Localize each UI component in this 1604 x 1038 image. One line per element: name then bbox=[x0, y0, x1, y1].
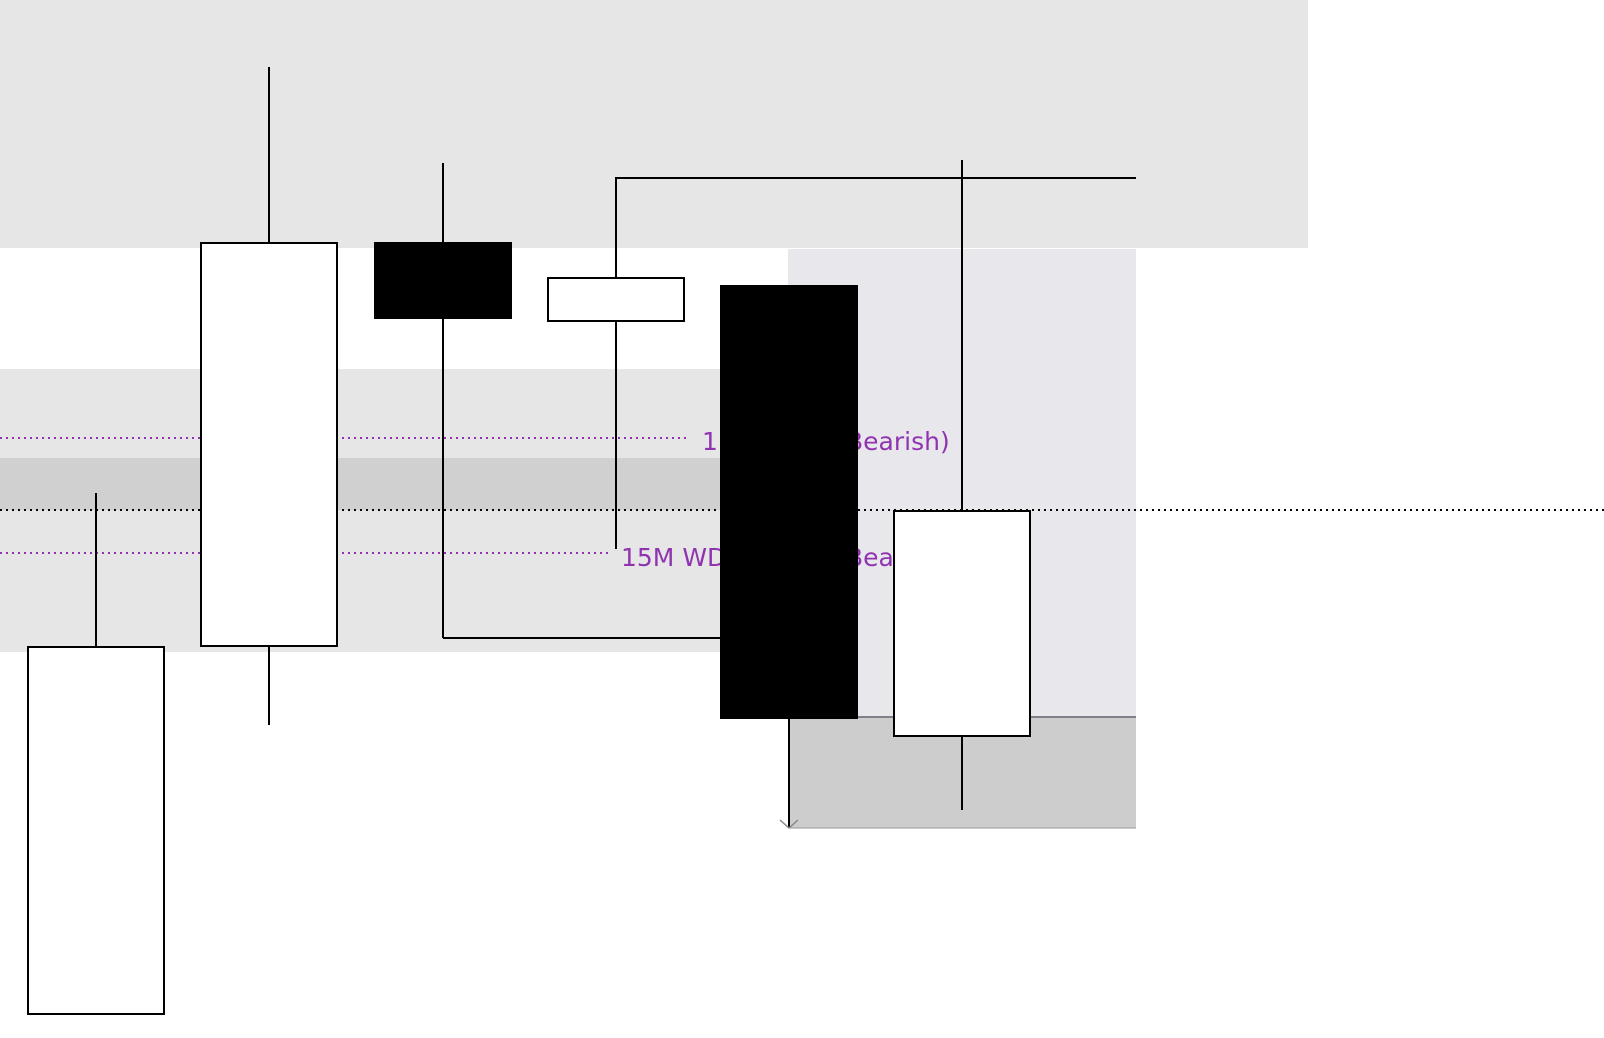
candle-body bbox=[27, 646, 165, 1015]
level-label-upper-left: 1 bbox=[702, 427, 718, 456]
candle-body bbox=[893, 510, 1031, 737]
candle-body bbox=[720, 285, 858, 719]
candle-body bbox=[200, 242, 338, 647]
level-label-upper-right: Bearish) bbox=[846, 427, 950, 456]
level-label-lower-left: 15M WD bbox=[621, 543, 726, 572]
candle-body bbox=[547, 277, 685, 322]
candle-body bbox=[374, 242, 512, 319]
zone-rect bbox=[0, 0, 1308, 248]
chevron-down-icon bbox=[779, 819, 799, 830]
